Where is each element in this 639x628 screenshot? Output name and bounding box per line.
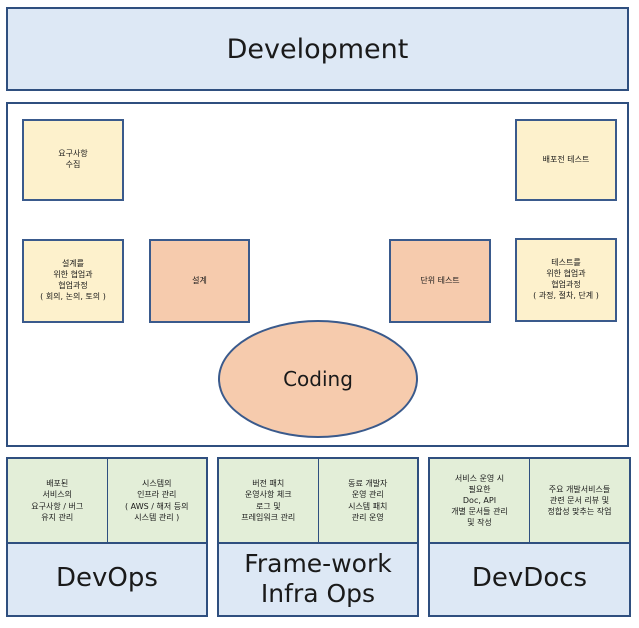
framework-infra-ops-label: Frame-work Infra Ops [244, 548, 392, 608]
development-header: Development [6, 7, 629, 91]
devdocs-cell-review: 주요 개발서비스들 관련 문서 리뷰 및 정합성 맞추는 작업 [530, 459, 629, 542]
devops-cell-infra: 시스템의 인프라 관리 ( AWS / 해저 등의 시스템 관리 ) [107, 459, 206, 542]
pre-deploy-test-note: 배포전 테스트 [515, 119, 617, 201]
coding-ellipse: Coding [218, 320, 418, 438]
requirements-note: 요구사항 수집 [22, 119, 124, 201]
development-title: Development [226, 33, 409, 65]
devops-group: 배포된 서비스의 요구사항 / 버그 유지 관리 시스템의 인프라 관리 ( A… [6, 457, 208, 617]
design-collab-note: 설계를 위한 협업과 협업과정 ( 회의, 논의, 토의 ) [22, 239, 124, 323]
devdocs-group: 서비스 운영 시 필요한 Doc, API 개별 문서들 관리 및 작성 주요 … [428, 457, 631, 617]
framework-cell-version: 버전 패치 운영사항 체크 로그 및 프레임워크 관리 [219, 459, 319, 542]
devdocs-label: DevDocs [471, 562, 588, 593]
devops-label: DevOps [56, 562, 158, 593]
framework-infra-ops-group: 버전 패치 운영사항 체크 로그 및 프레임워크 관리 동료 개발자 운영 관리… [217, 457, 419, 617]
design-note: 설계 [149, 239, 250, 323]
framework-cell-peer: 동료 개발자 운영 관리 시스템 패치 관리 운영 [318, 459, 417, 542]
coding-label: Coding [283, 367, 353, 391]
devdocs-cell-docs: 서비스 운영 시 필요한 Doc, API 개별 문서들 관리 및 작성 [430, 459, 530, 542]
devops-cell-maintenance: 배포된 서비스의 요구사항 / 버그 유지 관리 [8, 459, 108, 542]
unit-test-note: 단위 테스트 [389, 239, 491, 323]
test-collab-note: 테스트를 위한 협업과 협업과정 ( 과정, 절차, 단계 ) [515, 238, 617, 322]
